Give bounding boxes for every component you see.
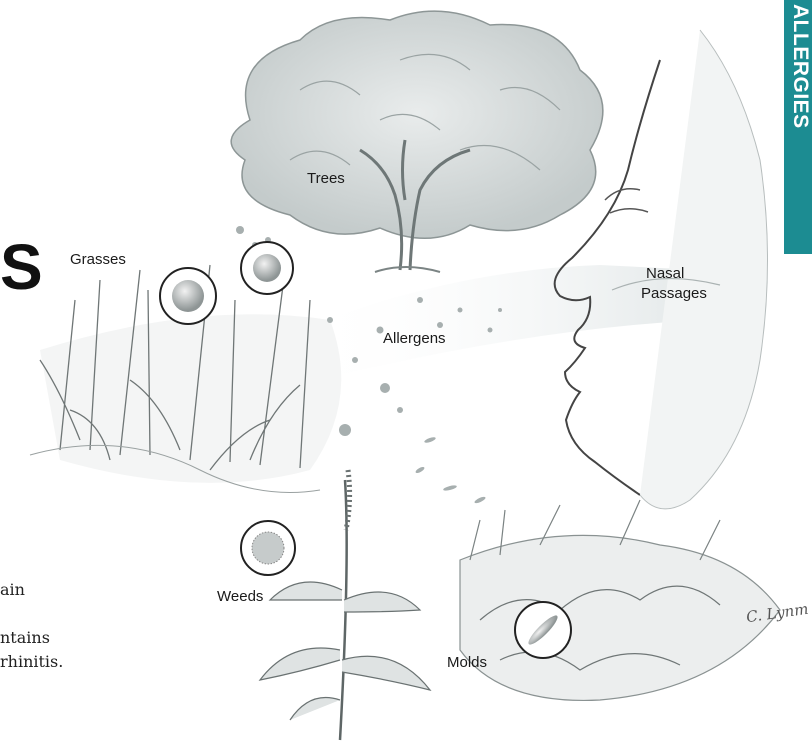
body-text-line-3: rhinitis. xyxy=(0,652,63,671)
tree-drawing xyxy=(231,11,603,272)
weed-pollen-magnifier xyxy=(241,521,295,575)
label-allergens: Allergens xyxy=(383,330,446,347)
section-tab-label: ALLERGIES xyxy=(788,4,812,129)
label-molds: Molds xyxy=(447,654,487,671)
body-text-line-2: ntains xyxy=(0,628,50,647)
tree-pollen-magnifier xyxy=(241,242,293,294)
label-weeds: Weeds xyxy=(217,588,263,605)
label-passages: Passages xyxy=(641,285,707,302)
label-nasal: Nasal xyxy=(646,265,684,282)
grass-pollen-magnifier xyxy=(160,268,216,324)
weed-drawing xyxy=(260,470,430,740)
section-tab: ALLERGIES xyxy=(784,0,812,254)
label-trees: Trees xyxy=(307,170,345,187)
mold-spore-magnifier xyxy=(515,602,571,658)
air-stream xyxy=(300,265,700,380)
molds-drawing xyxy=(460,500,780,700)
heading-fragment: S xyxy=(0,230,43,304)
label-grasses: Grasses xyxy=(70,251,126,268)
body-text-line-1: ain xyxy=(0,580,25,599)
